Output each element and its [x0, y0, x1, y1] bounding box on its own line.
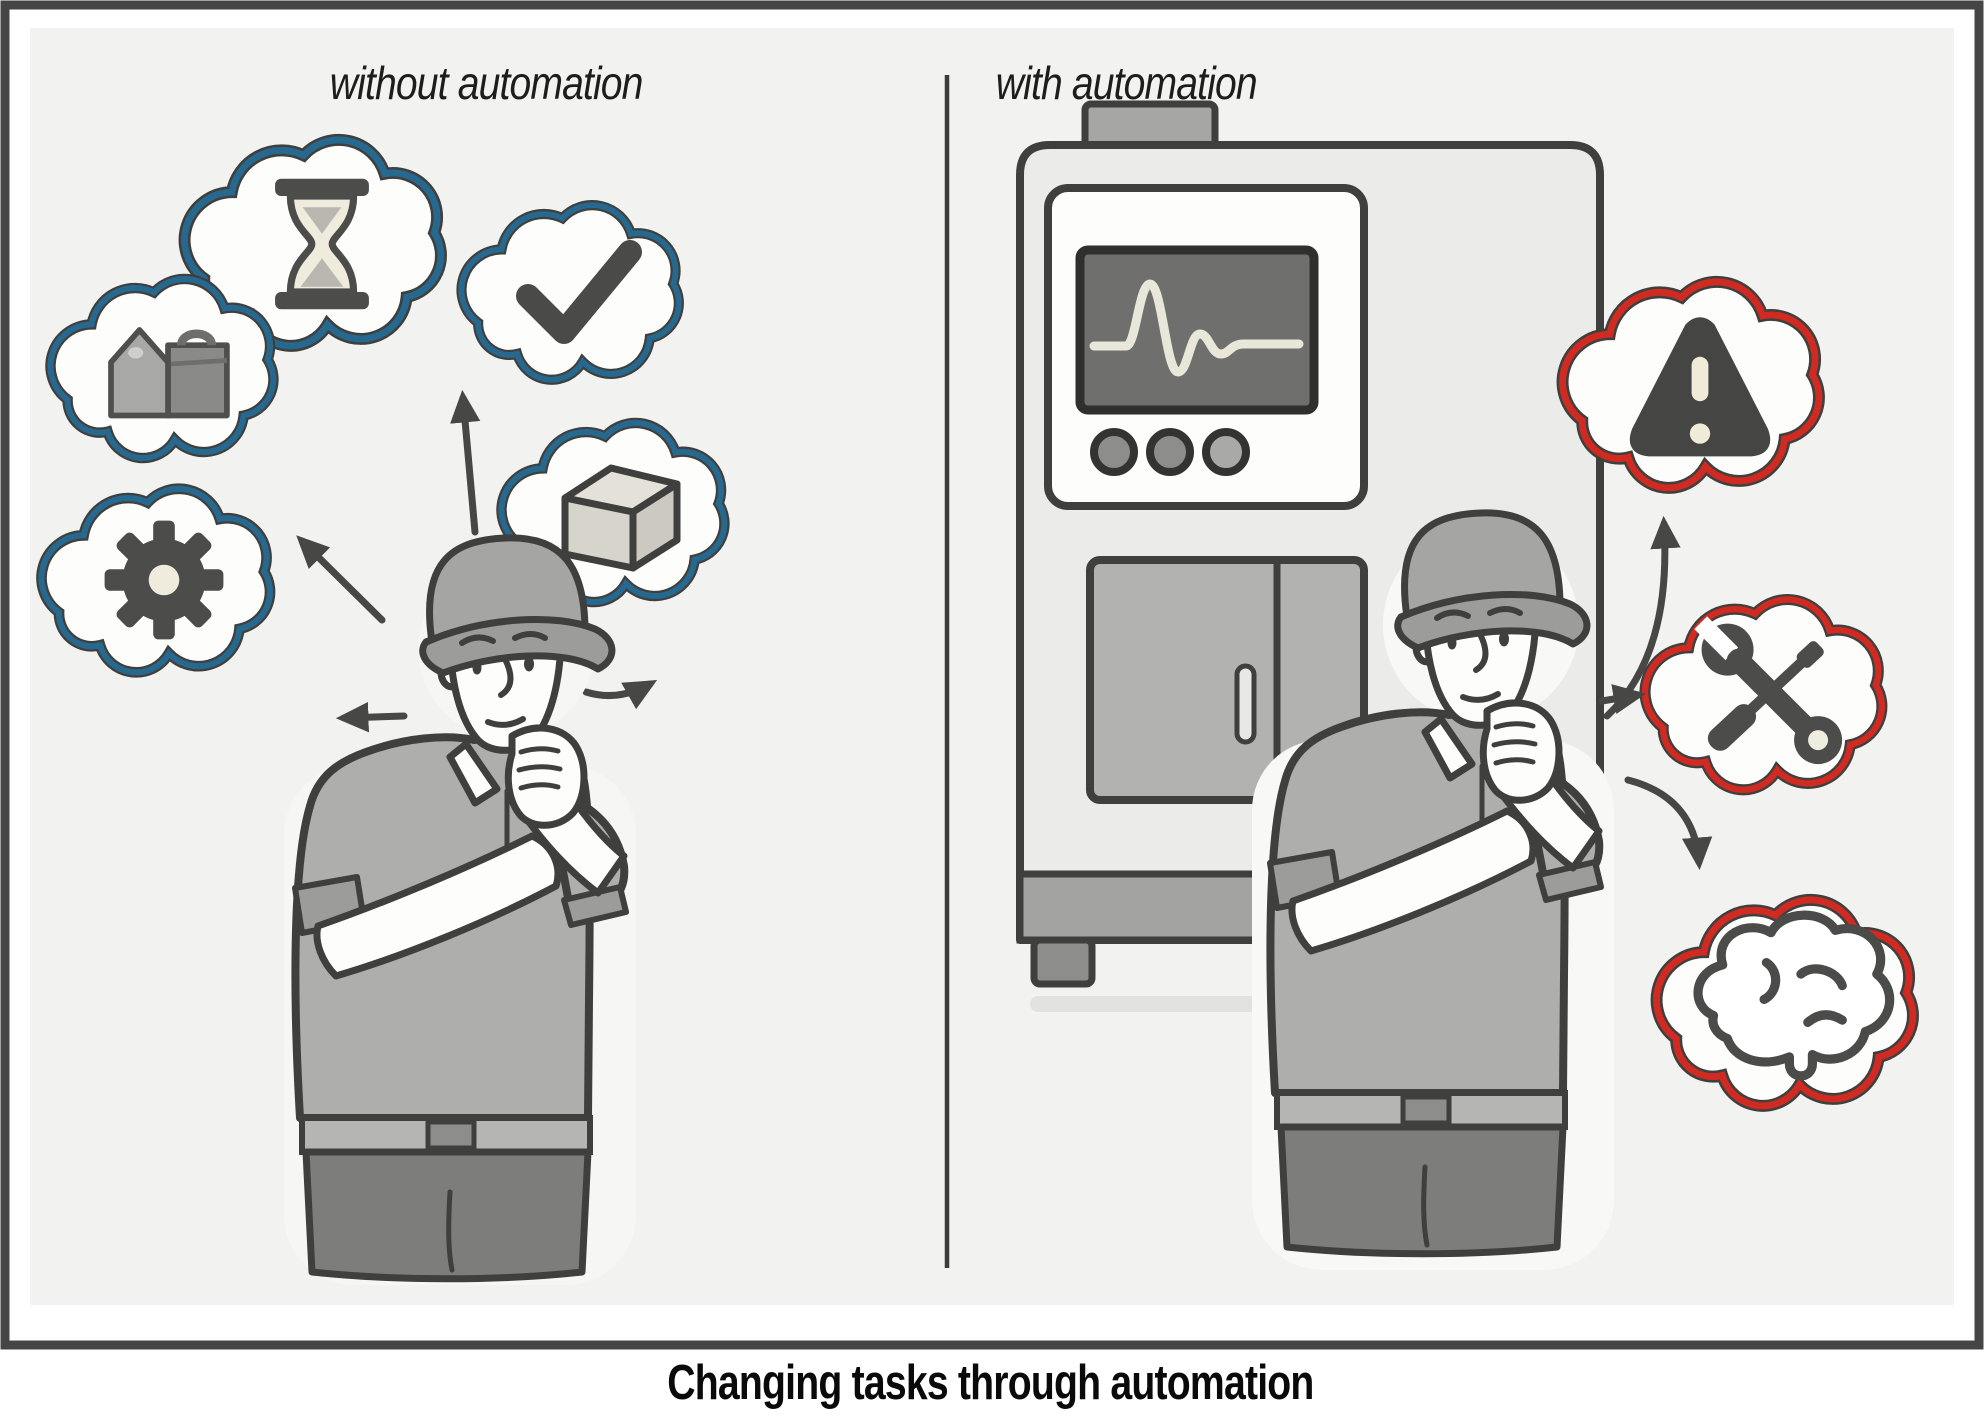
thought-cloud-tools	[1645, 600, 1882, 790]
wrench-screwdriver-icon	[1694, 616, 1843, 765]
thought-cloud-gear	[42, 489, 270, 673]
machine-doors	[1086, 556, 1368, 804]
illustration-frame	[0, 0, 1984, 1350]
arrow-to-hourglass	[450, 389, 481, 536]
right-scene	[1016, 100, 1913, 1270]
thought-cloud-brain	[1657, 900, 1913, 1106]
thought-cloud-checkmark	[462, 205, 679, 380]
left-scene	[42, 140, 725, 1285]
arrow-to-box	[582, 679, 658, 710]
waveform-display	[1075, 245, 1319, 415]
arrow-to-toolbox	[296, 535, 386, 624]
machine-button-3	[1202, 428, 1250, 476]
left-section-title: without automation	[330, 58, 643, 110]
figure-caption: Changing tasks through automation	[667, 1356, 1313, 1410]
thought-cloud-toolbox	[51, 279, 274, 458]
thought-cloud-hourglass	[185, 140, 441, 346]
thought-cloud-warning	[1563, 282, 1819, 488]
machine-foot	[1030, 936, 1096, 988]
hourglass-icon	[275, 178, 369, 310]
arrow-to-brain	[1624, 776, 1713, 871]
machine-button-2	[1146, 428, 1194, 476]
machine-button-1	[1090, 428, 1138, 476]
checkmark-icon	[516, 240, 642, 344]
arrow-to-tools	[1598, 684, 1647, 714]
toolbox-icon	[108, 327, 230, 419]
box-icon	[561, 464, 681, 572]
arrow-to-gear	[335, 702, 408, 733]
gear-icon	[104, 520, 224, 640]
warning-icon	[1629, 317, 1771, 457]
door-handle	[1234, 663, 1257, 745]
brain-icon	[1693, 910, 1895, 1081]
waveform-trace	[1089, 279, 1304, 377]
thought-cloud-box	[502, 423, 725, 602]
